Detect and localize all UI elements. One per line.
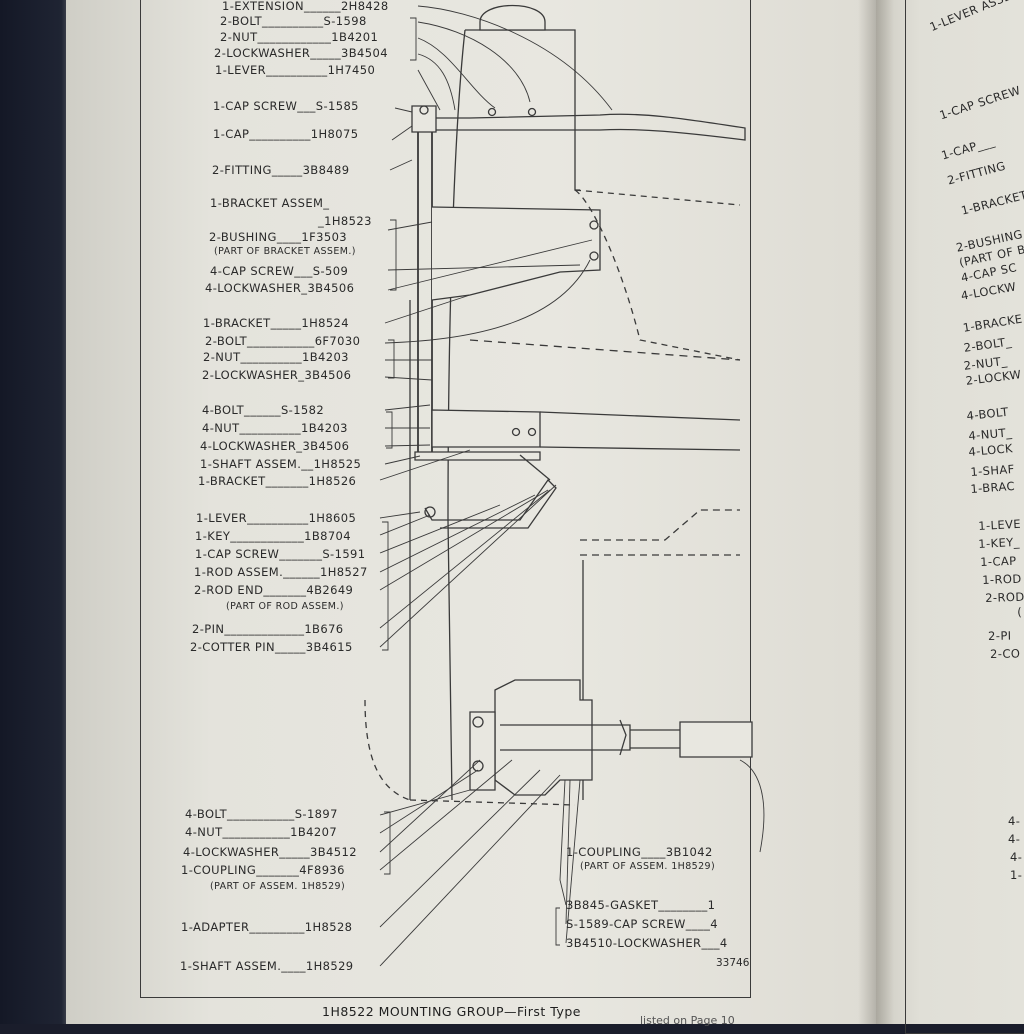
part-callout: 3B845-GASKET________1 xyxy=(566,898,716,912)
part-callout: (PART OF BRACKET ASSEM.) xyxy=(214,246,356,257)
part-callout: 2-BUSHING____1F3503 xyxy=(209,230,348,244)
part-callout: 1-COUPLING____3B1042 xyxy=(566,845,713,859)
part-callout: 2-LOCKWASHER_3B4506 xyxy=(202,368,352,382)
right-part-callout: 4- xyxy=(1008,814,1021,828)
part-callout: 2-LOCKWASHER_____3B4504 xyxy=(214,46,388,60)
part-callout: 1-COUPLING_______4F8936 xyxy=(181,863,345,877)
figure-frame xyxy=(140,0,751,998)
right-part-callout: 1-ROD xyxy=(981,571,1022,587)
part-callout: 4-NUT__________1B4203 xyxy=(202,421,348,435)
part-callout: 2-BOLT__________S-1598 xyxy=(220,14,367,28)
part-callout: (PART OF ASSEM. 1H8529) xyxy=(580,861,716,872)
part-callout: 1-CAP SCREW___S-1585 xyxy=(213,99,359,113)
part-callout: 2-BOLT___________6F7030 xyxy=(205,334,361,348)
right-part-callout: 4- xyxy=(1010,850,1023,864)
part-callout: 4-LOCKWASHER_____3B4512 xyxy=(183,845,357,859)
figure-caption: 1H8522 MOUNTING GROUP—First Type xyxy=(322,1004,581,1019)
coupling-sleeve xyxy=(679,721,753,758)
part-callout: 1-BRACKET_____1H8524 xyxy=(203,316,349,330)
part-callout: 2-PIN_____________1B676 xyxy=(192,622,344,636)
shaft-stub xyxy=(630,729,680,749)
mast xyxy=(417,110,433,460)
part-callout: 2-NUT____________1B4201 xyxy=(220,30,379,44)
part-callout: 1-SHAFT ASSEM.____1H8529 xyxy=(180,959,354,973)
shaft-lever xyxy=(424,478,557,529)
part-callout: 1-EXTENSION______2H8428 xyxy=(222,0,389,13)
part-callout: 1-BRACKET ASSEM_ xyxy=(210,196,330,210)
part-callout: 4-BOLT______S-1582 xyxy=(202,403,325,417)
part-callout: 1-CAP SCREW_______S-1591 xyxy=(195,547,366,561)
right-part-callout: 1-LEVE xyxy=(977,516,1022,533)
right-part-callout: 1-KEY_ xyxy=(977,534,1021,551)
part-callout: 4-NUT___________1B4207 xyxy=(185,825,338,839)
part-callout: 3B4510-LOCKWASHER___4 xyxy=(566,936,728,950)
upper-bracket xyxy=(431,206,601,301)
part-callout: 4-LOCKWASHER_3B4506 xyxy=(205,281,355,295)
lever-hub xyxy=(411,105,437,133)
right-part-callout: 4- xyxy=(1008,832,1021,846)
part-callout: 4-LOCKWASHER_3B4506 xyxy=(200,439,350,453)
part-callout: 1-CAP__________1H8075 xyxy=(213,127,359,141)
part-callout: 1-LEVER__________1H7450 xyxy=(215,63,376,77)
part-callout: 2-FITTING_____3B8489 xyxy=(212,163,350,177)
figure-number: 33746 xyxy=(716,957,750,969)
right-part-callout: 1- xyxy=(1010,868,1023,882)
lower-bracket xyxy=(431,409,541,448)
right-page xyxy=(876,0,1024,1024)
lever-extension xyxy=(420,113,746,141)
right-part-callout: 2-CO xyxy=(989,646,1021,661)
part-callout: 1-BRACKET_______1H8526 xyxy=(198,474,357,488)
part-callout: 2-COTTER PIN_____3B4615 xyxy=(190,640,353,654)
part-callout: 2-NUT__________1B4203 xyxy=(203,350,349,364)
part-callout: 4-CAP SCREW___S-509 xyxy=(210,264,349,278)
part-callout: 2-ROD END_______4B2649 xyxy=(194,583,354,597)
right-part-callout: 2-ROD xyxy=(984,589,1024,605)
drive-shaft xyxy=(500,724,631,751)
part-callout: S-1589-CAP SCREW____4 xyxy=(566,917,719,931)
caption-tail: listed on Page 10 xyxy=(640,1014,735,1027)
right-part-callout: ( xyxy=(1016,604,1023,619)
part-callout: 1-ROD ASSEM.______1H8527 xyxy=(194,565,368,579)
part-callout: 4-BOLT___________S-1897 xyxy=(185,807,338,821)
part-callout: (PART OF ASSEM. 1H8529) xyxy=(210,881,346,892)
left-page xyxy=(66,0,876,1024)
book-gutter xyxy=(858,0,894,1024)
coupling-housing xyxy=(494,679,593,796)
part-callout: 1-KEY____________1B8704 xyxy=(195,529,351,543)
part-callout: 1-LEVER__________1H8605 xyxy=(196,511,357,525)
part-callout: 1-SHAFT ASSEM.__1H8525 xyxy=(200,457,362,471)
part-callout: 1-ADAPTER_________1H8528 xyxy=(181,920,353,934)
right-part-callout: 2-PI xyxy=(987,628,1012,643)
right-part-callout: 1-CAP xyxy=(979,553,1017,569)
cap-dome xyxy=(479,4,546,31)
tank-outline xyxy=(465,29,580,191)
part-callout: (PART OF ROD ASSEM.) xyxy=(226,601,344,612)
part-callout: _1H8523 xyxy=(318,214,372,228)
